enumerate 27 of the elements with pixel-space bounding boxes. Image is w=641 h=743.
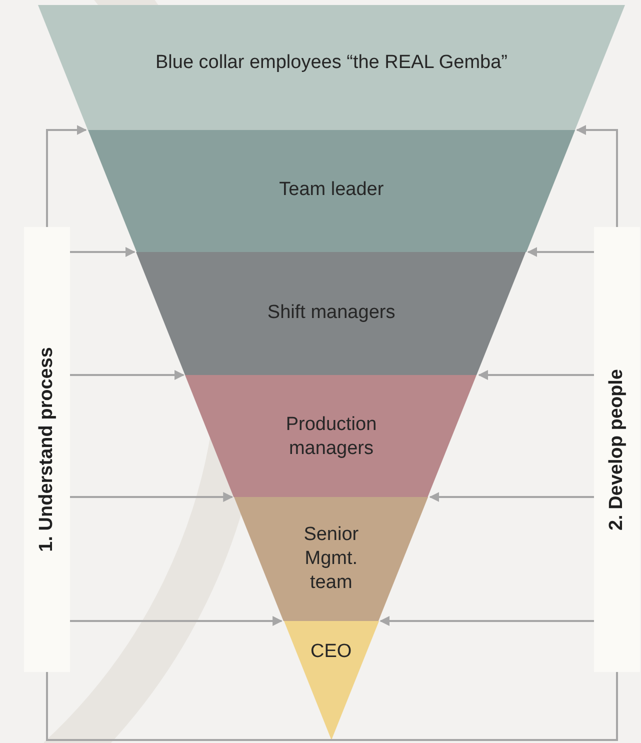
arrow	[70, 616, 283, 626]
band-label: Senior Mgmt. team	[302, 523, 360, 595]
band-label: Production managers	[284, 413, 378, 461]
side-bar	[24, 227, 70, 672]
arrow	[70, 492, 234, 502]
connector-line	[46, 672, 618, 741]
arrow	[527, 247, 594, 257]
funnel-band	[136, 252, 526, 375]
bar-title: 1. Understand process	[34, 347, 58, 552]
bar-title: 2. Develop people	[604, 368, 628, 530]
funnel-band	[185, 375, 477, 497]
arrow	[46, 125, 87, 227]
funnel-band	[88, 130, 575, 252]
arrow	[70, 247, 136, 257]
funnel-band	[38, 5, 625, 130]
funnel-band	[284, 621, 379, 740]
funnel-band	[234, 497, 428, 621]
arrow	[478, 370, 594, 380]
band-label: CEO	[310, 640, 352, 664]
side-bar	[594, 227, 640, 672]
arrow	[576, 125, 618, 227]
arrow	[380, 616, 594, 626]
arrow	[70, 370, 184, 380]
arrow	[429, 492, 594, 502]
band-label: Shift managers	[267, 301, 396, 325]
band-label: Team leader	[279, 178, 384, 202]
band-label: Blue collar employees “the REAL Gemba”	[155, 51, 508, 75]
